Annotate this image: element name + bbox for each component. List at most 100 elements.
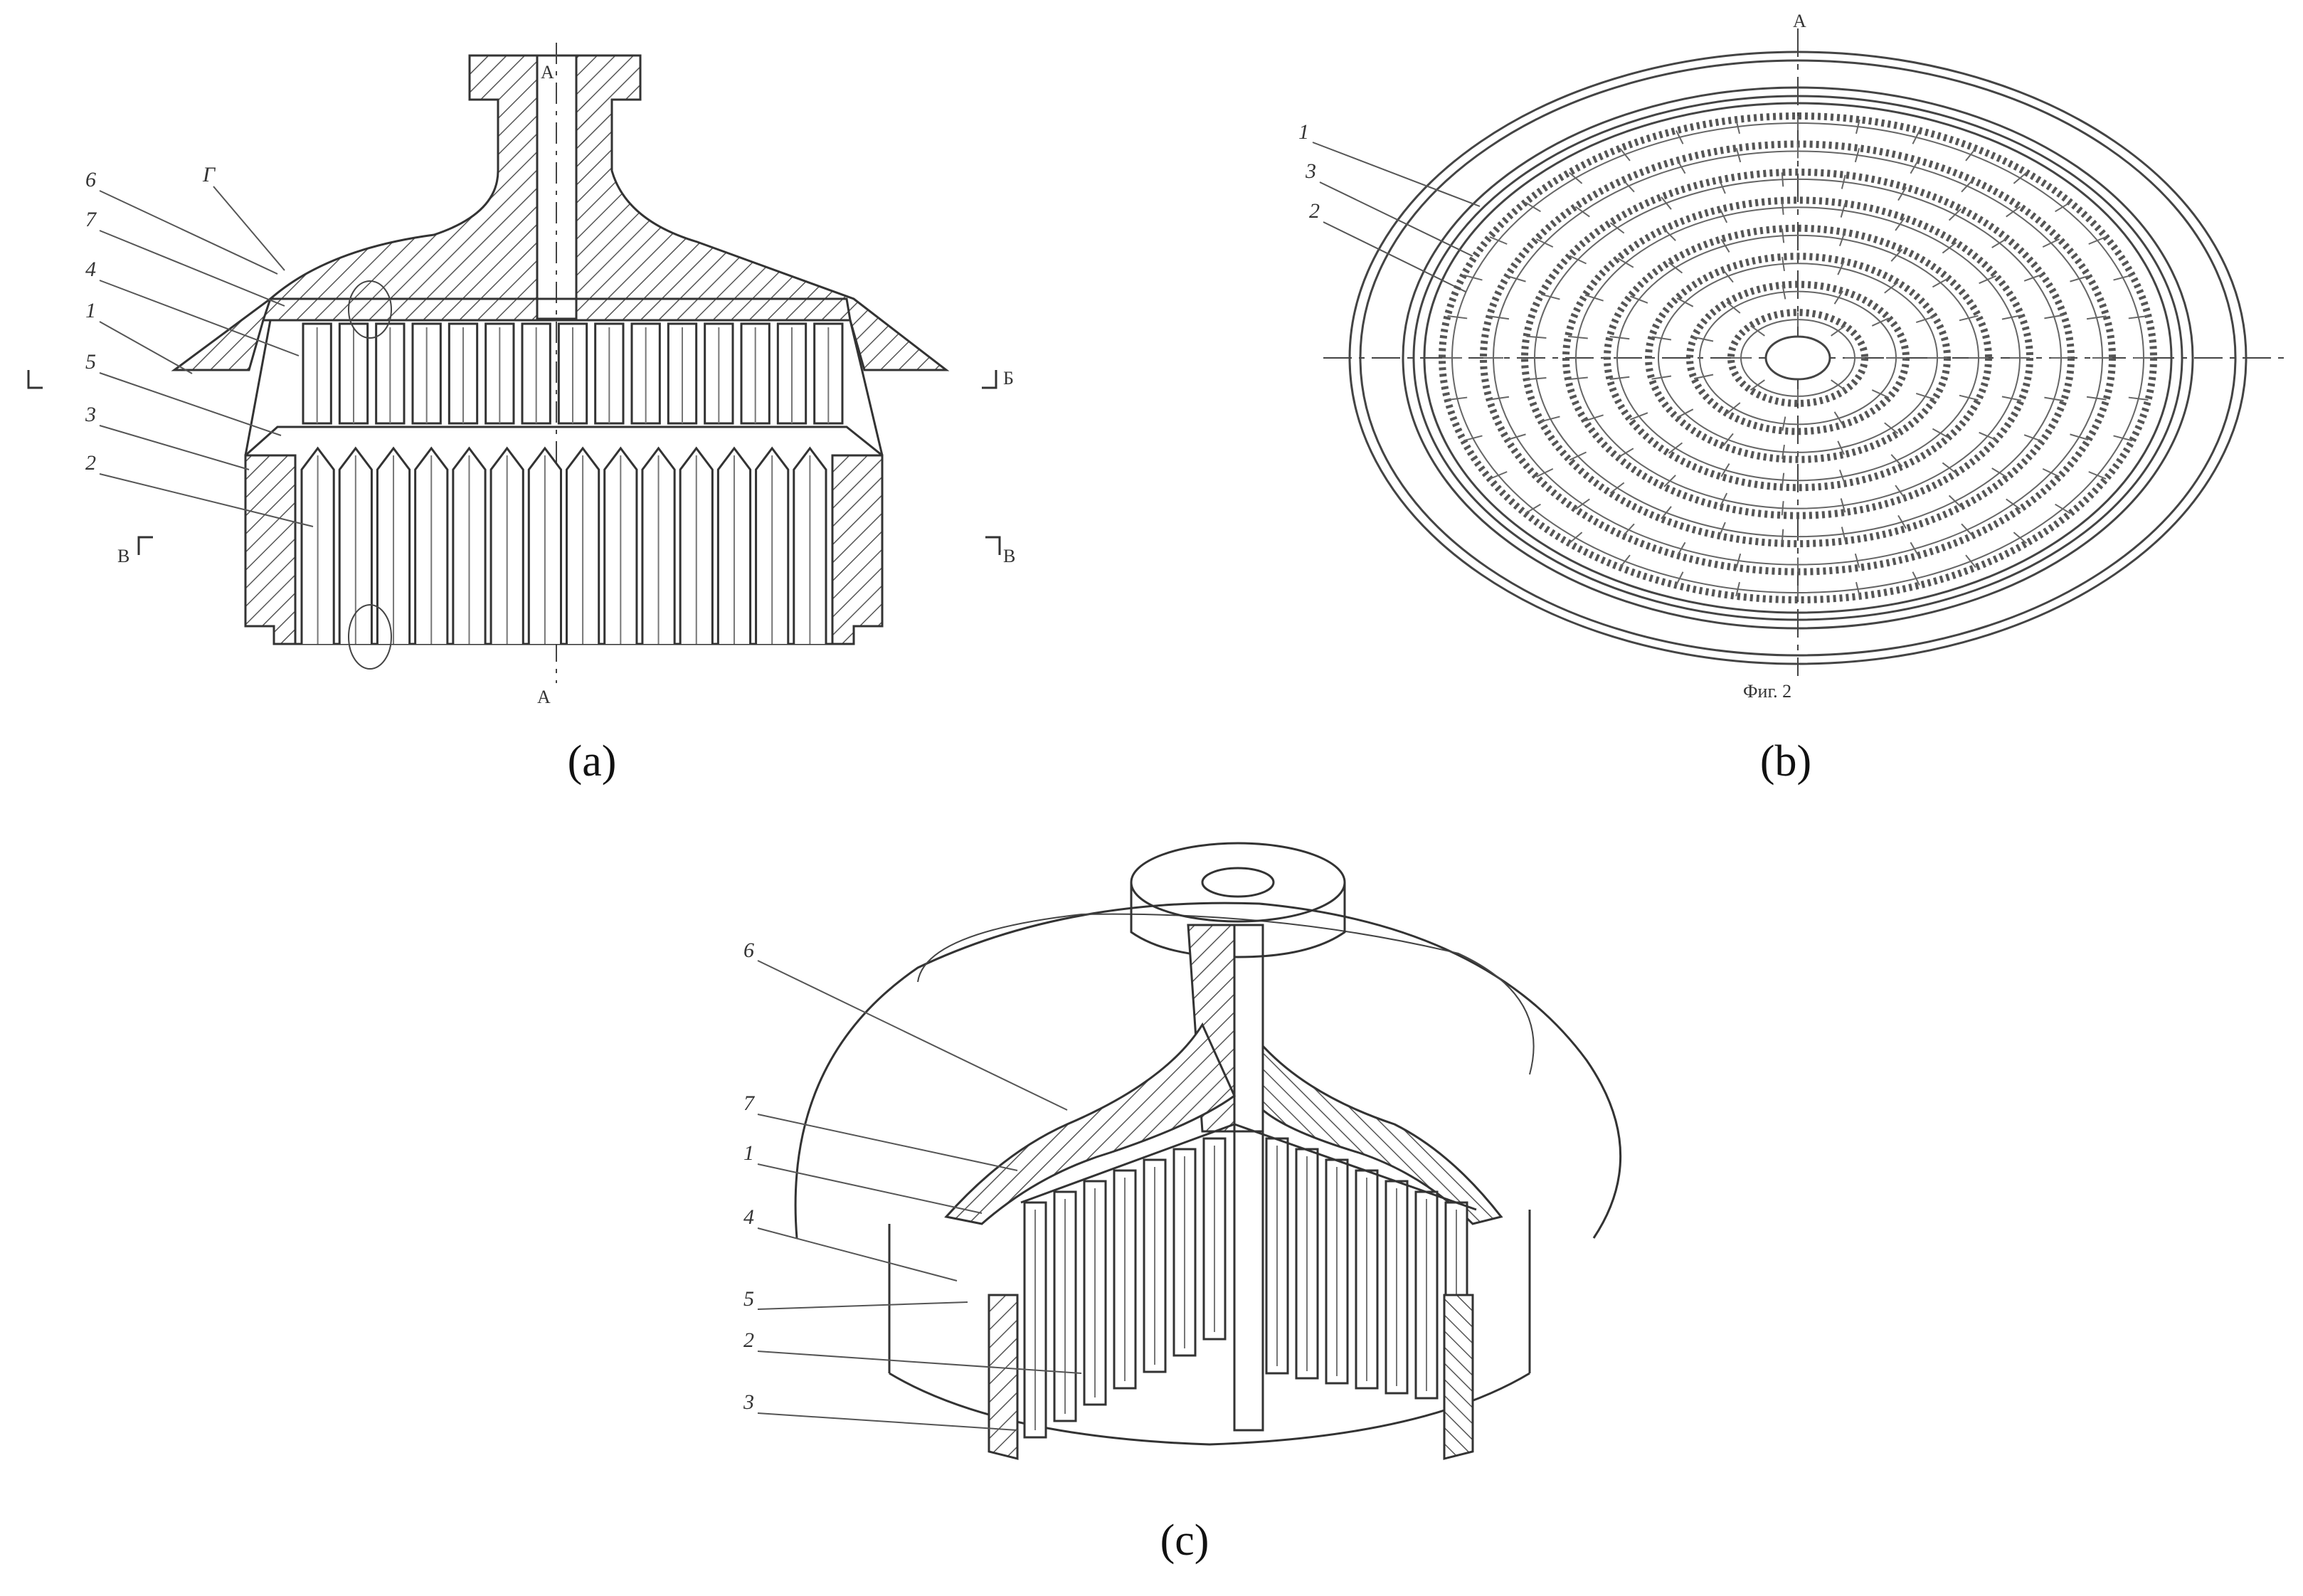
radial-tick — [2086, 396, 2107, 401]
radial-tick — [1781, 472, 1785, 487]
radial-tick — [1895, 217, 1905, 231]
radial-tick — [1609, 376, 1630, 380]
caption-a: (a) — [568, 737, 617, 786]
radial-tick — [1855, 581, 1860, 597]
radial-tick — [1609, 222, 1625, 234]
leader-5 — [99, 372, 282, 436]
radial-tick — [1676, 297, 1694, 307]
radial-tick — [2088, 471, 2107, 480]
radial-tick — [1781, 285, 1786, 300]
radial-tick — [1965, 147, 1976, 162]
radial-tick — [1609, 336, 1630, 340]
radial-tick — [1781, 416, 1786, 431]
radial-tick — [1622, 179, 1635, 193]
radial-tick — [1569, 255, 1587, 265]
radial-tick — [1912, 571, 1920, 586]
radial-tick — [1884, 422, 1899, 434]
radial-tick — [1661, 196, 1672, 210]
section-marks-a: Б В В А А — [27, 62, 1015, 707]
upper-tube-bank — [244, 319, 884, 456]
radial-tick — [1489, 315, 1510, 320]
radial-tick — [1749, 379, 1765, 391]
radial-tick — [1622, 523, 1635, 537]
radial-tick — [1629, 412, 1648, 421]
leader-2 — [99, 473, 314, 527]
radial-tick — [1910, 159, 1920, 174]
label-b-1: 1 — [1298, 120, 1309, 144]
radial-tick — [2013, 171, 2028, 184]
radial-tick — [1781, 444, 1785, 460]
radial-tick — [1463, 274, 1483, 281]
leader-6 — [99, 190, 278, 275]
radial-tick — [2042, 238, 2060, 248]
detail-circle-bottom — [348, 604, 392, 670]
radial-tick — [1526, 335, 1547, 339]
radial-tick — [2086, 315, 2107, 320]
radial-tick — [2113, 274, 2133, 281]
section-label-В-right: В — [1003, 546, 1015, 566]
outer-ring — [1423, 102, 2173, 614]
radial-tick — [1568, 171, 1583, 184]
radial-tick — [1840, 203, 1846, 218]
leader-b-1 — [1312, 142, 1481, 207]
radial-tick — [1897, 514, 1907, 529]
label-7: 7 — [85, 208, 97, 231]
radial-tick — [1617, 448, 1634, 458]
radial-tick — [2070, 275, 2089, 282]
label-b-2: 2 — [1309, 199, 1320, 223]
radial-tick — [1991, 467, 2008, 478]
radial-tick — [1661, 506, 1672, 519]
radial-tick — [1912, 130, 1920, 144]
radial-tick — [2070, 433, 2089, 440]
radial-tick — [1735, 581, 1741, 597]
center-hub — [1764, 335, 1831, 381]
section-label-Б: Б — [1003, 368, 1014, 389]
radial-tick — [1979, 275, 1996, 285]
radial-tick — [1507, 433, 1526, 440]
label-b-3: 3 — [1305, 159, 1316, 183]
radial-tick — [1536, 467, 1554, 477]
radial-tick — [1979, 431, 1996, 441]
radial-tick — [1651, 375, 1672, 380]
top-flange-bore — [1201, 867, 1275, 898]
outer-ring — [1359, 59, 2237, 657]
lower-shell-right — [831, 454, 884, 645]
radial-tick — [1651, 336, 1672, 341]
panel-b-plan-view: 1 3 2 А Фиг. 2 (b) — [1298, 11, 2287, 786]
leader-c-5 — [757, 1301, 968, 1310]
radial-tick — [1838, 232, 1846, 247]
radial-tick — [1574, 206, 1590, 218]
label-c-7: 7 — [743, 1092, 756, 1115]
label-5: 5 — [85, 350, 96, 374]
radial-tick — [1463, 435, 1483, 442]
radial-tick — [1781, 228, 1785, 243]
label-c-2: 2 — [743, 1328, 754, 1352]
outer-ring — [1412, 95, 2183, 621]
radial-tick — [1663, 475, 1676, 487]
radial-tick — [2042, 467, 2060, 477]
top-flange-top — [1130, 842, 1346, 923]
section-label-А-top: А — [541, 62, 554, 83]
detail-circle-top — [348, 280, 392, 339]
radial-tick — [1668, 442, 1683, 454]
radial-tick — [1675, 571, 1684, 586]
lower-cylinder-sides — [888, 1210, 1531, 1373]
leader-3 — [99, 425, 250, 470]
section-mark-v-right — [985, 536, 1001, 555]
radial-tick — [1781, 501, 1784, 516]
radial-tick — [1855, 119, 1860, 134]
label-4: 4 — [85, 258, 96, 281]
radial-tick — [1837, 440, 1845, 455]
radial-tick — [2001, 315, 2022, 320]
radial-tick — [1991, 238, 2008, 248]
radial-tick — [1735, 147, 1742, 163]
leader-4 — [99, 280, 300, 356]
radial-tick — [1567, 376, 1588, 381]
central-pipe — [1233, 1130, 1264, 1432]
radial-tick — [1781, 529, 1784, 544]
outer-ring — [1348, 51, 2248, 665]
inner-dome-curve — [917, 913, 1535, 1075]
radial-tick — [1675, 130, 1684, 144]
radial-tick — [1841, 174, 1846, 189]
caption-b: (b) — [1760, 737, 1811, 786]
